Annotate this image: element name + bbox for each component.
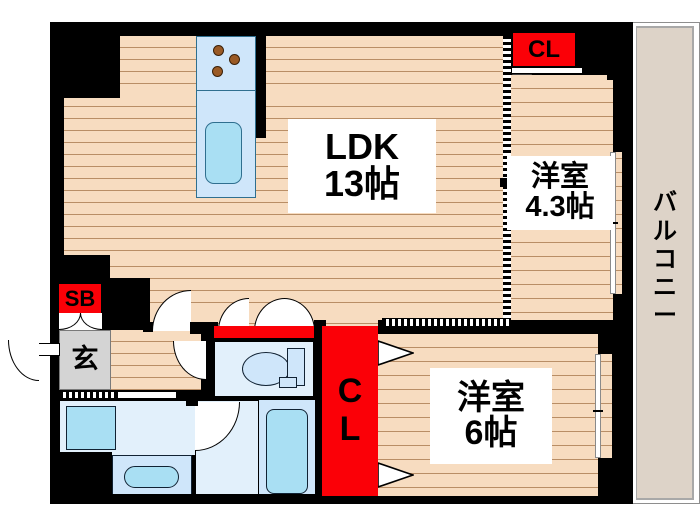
balcony-surface <box>637 28 692 498</box>
wall-between-wet-rooms <box>186 394 198 406</box>
stove-burner-3 <box>212 66 223 77</box>
kitchen-sink <box>205 122 242 184</box>
ldk-floor-main <box>64 95 511 259</box>
balcony-label: バ ル コ ニ ー <box>645 160 685 360</box>
ldk-size: 13帖 <box>323 163 401 204</box>
balcony-char-1: ル <box>653 217 677 245</box>
closet-top-label: CL <box>528 35 560 63</box>
room-6-sliding-door-top[interactable] <box>382 318 510 327</box>
wall-bathroom-bottom <box>50 494 320 504</box>
room-6-size: 6帖 <box>464 414 518 452</box>
balcony-char-0: バ <box>653 189 677 217</box>
room-6-closet-door-bottom <box>378 462 414 488</box>
room-43-name: 洋室 <box>530 161 589 194</box>
sb-label-box[interactable]: SB <box>59 284 101 313</box>
balcony-char-4: ー <box>653 302 677 330</box>
basin-bowl <box>124 466 179 488</box>
room-6-window-mullion <box>593 410 603 412</box>
hall-door-header <box>190 322 218 334</box>
stove-burner-1 <box>213 45 224 56</box>
stove-burner-2 <box>229 54 240 65</box>
kitchen-counter-divider <box>196 90 256 91</box>
room-6-closet-door-top <box>378 340 414 366</box>
toilet-header-red <box>214 326 314 338</box>
kitchen-side-wall <box>256 36 266 138</box>
bathtub <box>266 409 308 494</box>
sb-label: SB <box>64 285 96 311</box>
room-43-size: 4.3帖 <box>525 191 595 223</box>
cl-top-door-strip <box>511 67 583 74</box>
ldk-label: LDK 13帖 <box>288 119 436 213</box>
powder-room-counter-2 <box>117 391 177 399</box>
room-6-window[interactable] <box>595 354 601 458</box>
hall-door-jamb-1 <box>143 322 153 332</box>
room-6-name: 洋室 <box>457 379 525 418</box>
genkan-floor <box>59 330 111 390</box>
balcony-char-2: コ <box>653 245 677 273</box>
room-43-window-mullion <box>608 222 618 224</box>
closet-center-char-1: C <box>337 371 363 410</box>
wall-notch-top-left <box>50 22 120 98</box>
closet-center-char-2: L <box>339 410 361 448</box>
washing-machine-pan <box>66 406 116 450</box>
room-6-bottom-wall <box>322 496 612 504</box>
room-43-right-wall-mid <box>613 58 633 152</box>
closet-center-label: C L <box>322 355 378 465</box>
genkan-text: 玄 <box>71 344 99 375</box>
room-43-label: 洋室 4.3帖 <box>507 156 613 230</box>
room-6-right-wall-top <box>598 320 633 354</box>
front-door-swing-arc <box>8 340 39 381</box>
partition-stop-upper <box>500 178 511 187</box>
toilet-seat-detail <box>279 377 297 388</box>
balcony-char-3: ニ <box>653 274 677 302</box>
genkan-label: 玄 <box>59 340 111 380</box>
closet-top-label-box[interactable]: CL <box>513 33 575 66</box>
room-6-label: 洋室 6帖 <box>430 368 552 464</box>
closet-center[interactable] <box>322 326 378 503</box>
ldk-name: LDK <box>325 126 399 168</box>
ldk-floor-upper <box>118 36 511 103</box>
